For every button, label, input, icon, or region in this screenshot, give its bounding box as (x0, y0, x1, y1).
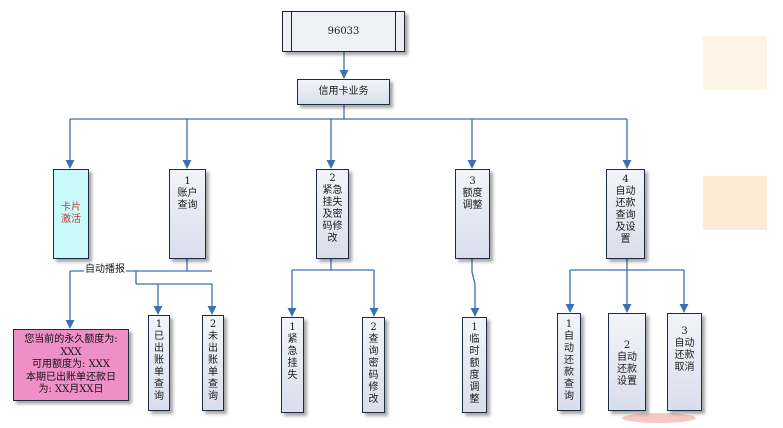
autopay-num: 4 (622, 174, 629, 185)
limit-node: 3 额度调整 (455, 169, 490, 259)
emergency-num: 2 (329, 173, 336, 184)
business-label: 信用卡业务 (318, 86, 369, 97)
broadcast-line: XXX (60, 346, 82, 358)
broadcast-line: 您当前的永久额度为: (24, 334, 118, 345)
autopay-set-label: 自动还款设置 (617, 352, 637, 387)
query-password-num: 2 (370, 322, 377, 333)
broadcast-message-box: 您当前的永久额度为: XXX 可用额度为: XXX 本期已出账单还款日 为: X… (13, 329, 129, 401)
query-password-label: 查询密码修改 (368, 334, 379, 405)
billed-num: 1 (155, 319, 163, 330)
autopay-query-label: 自动还款查询 (564, 331, 574, 402)
emergency-label: 紧急挂失及密码修改 (322, 185, 343, 244)
unbilled-num: 2 (209, 319, 217, 330)
edge-to-templimit (470, 258, 480, 317)
business-node: 信用卡业务 (297, 79, 390, 105)
root-node: 96033 (282, 11, 405, 52)
account-query-num: 1 (184, 176, 191, 187)
billed-label: 已出账单查询 (154, 331, 164, 402)
decor-ellipse (622, 413, 696, 423)
decor-block-top (703, 36, 767, 90)
temp-limit-num: 1 (471, 322, 478, 333)
unbilled-label: 未出账单查询 (208, 331, 218, 402)
autopay-set-node: 2 自动还款设置 (608, 313, 646, 411)
limit-label: 额度调整 (462, 188, 483, 211)
broadcast-line: 本期已出账单还款日 (26, 371, 116, 383)
temp-limit-label: 临时额度调整 (469, 334, 480, 405)
root-label: 96033 (327, 25, 360, 37)
decor-block-middle (703, 176, 767, 230)
account-query-node: 1 账户查询 (169, 169, 206, 259)
autopay-label: 自动还款查询及设置 (615, 186, 636, 245)
emergency-loss-num: 1 (289, 322, 296, 333)
unbilled-query-node: 2 未出账单查询 (202, 315, 224, 411)
broadcast-line: 可用额度为: XXX (32, 359, 110, 370)
broadcast-line: 为: XX月XX日 (38, 384, 104, 395)
autopay-node: 4 自动还款查询及设置 (606, 169, 645, 259)
temp-limit-node: 1 临时额度调整 (462, 317, 487, 413)
card-activation-node: 卡片激活 (53, 169, 89, 259)
emergency-node: 2 紧急挂失及密码修改 (316, 169, 349, 259)
auto-broadcast-label: 自动播报 (84, 264, 126, 276)
billed-query-node: 1 已出账单查询 (148, 315, 170, 411)
emergency-loss-node: 1 紧急挂失 (281, 317, 304, 413)
card-activation-label: 卡片激活 (61, 202, 81, 225)
account-query-label: 账户查询 (177, 188, 198, 211)
autopay-cancel-node: 3 自动还款取消 (667, 313, 702, 411)
autopay-query-node: 1 自动还款查询 (557, 313, 581, 411)
autopay-query-num: 1 (565, 319, 573, 330)
emergency-loss-label: 紧急挂失 (287, 334, 298, 381)
limit-num: 3 (469, 176, 476, 187)
autopay-set-num: 2 (623, 340, 631, 351)
query-password-node: 2 查询密码修改 (362, 317, 385, 413)
autopay-cancel-num: 3 (681, 326, 688, 337)
autopay-cancel-label: 自动还款取消 (674, 338, 695, 373)
